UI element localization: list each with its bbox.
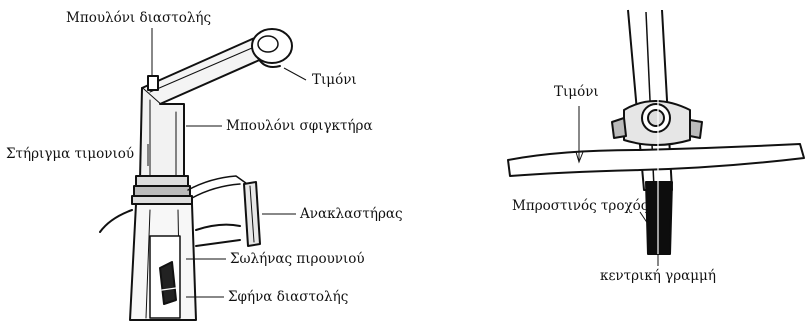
label-expansion-wedge: Σφήνα διαστολής [228,289,349,305]
label-handlebar-left: Τιμόνι [312,72,357,88]
label-clamp-bolt: Μπουλόνι σφιγκτήρα [226,118,373,134]
label-stem: Στήριγμα τιμονιού [6,146,135,162]
label-reflector: Ανακλαστήρας [300,206,403,222]
label-fork-tube: Σωλήνας πιρουνιού [230,251,365,267]
label-expansion-bolt: Μπουλόνι διαστολής [66,10,212,26]
label-front-wheel: Μπροστινός τροχός [512,198,649,214]
label-center-line: κεντρική γραμμή [600,268,716,284]
label-handlebar-right: Τιμόνι [554,84,599,100]
